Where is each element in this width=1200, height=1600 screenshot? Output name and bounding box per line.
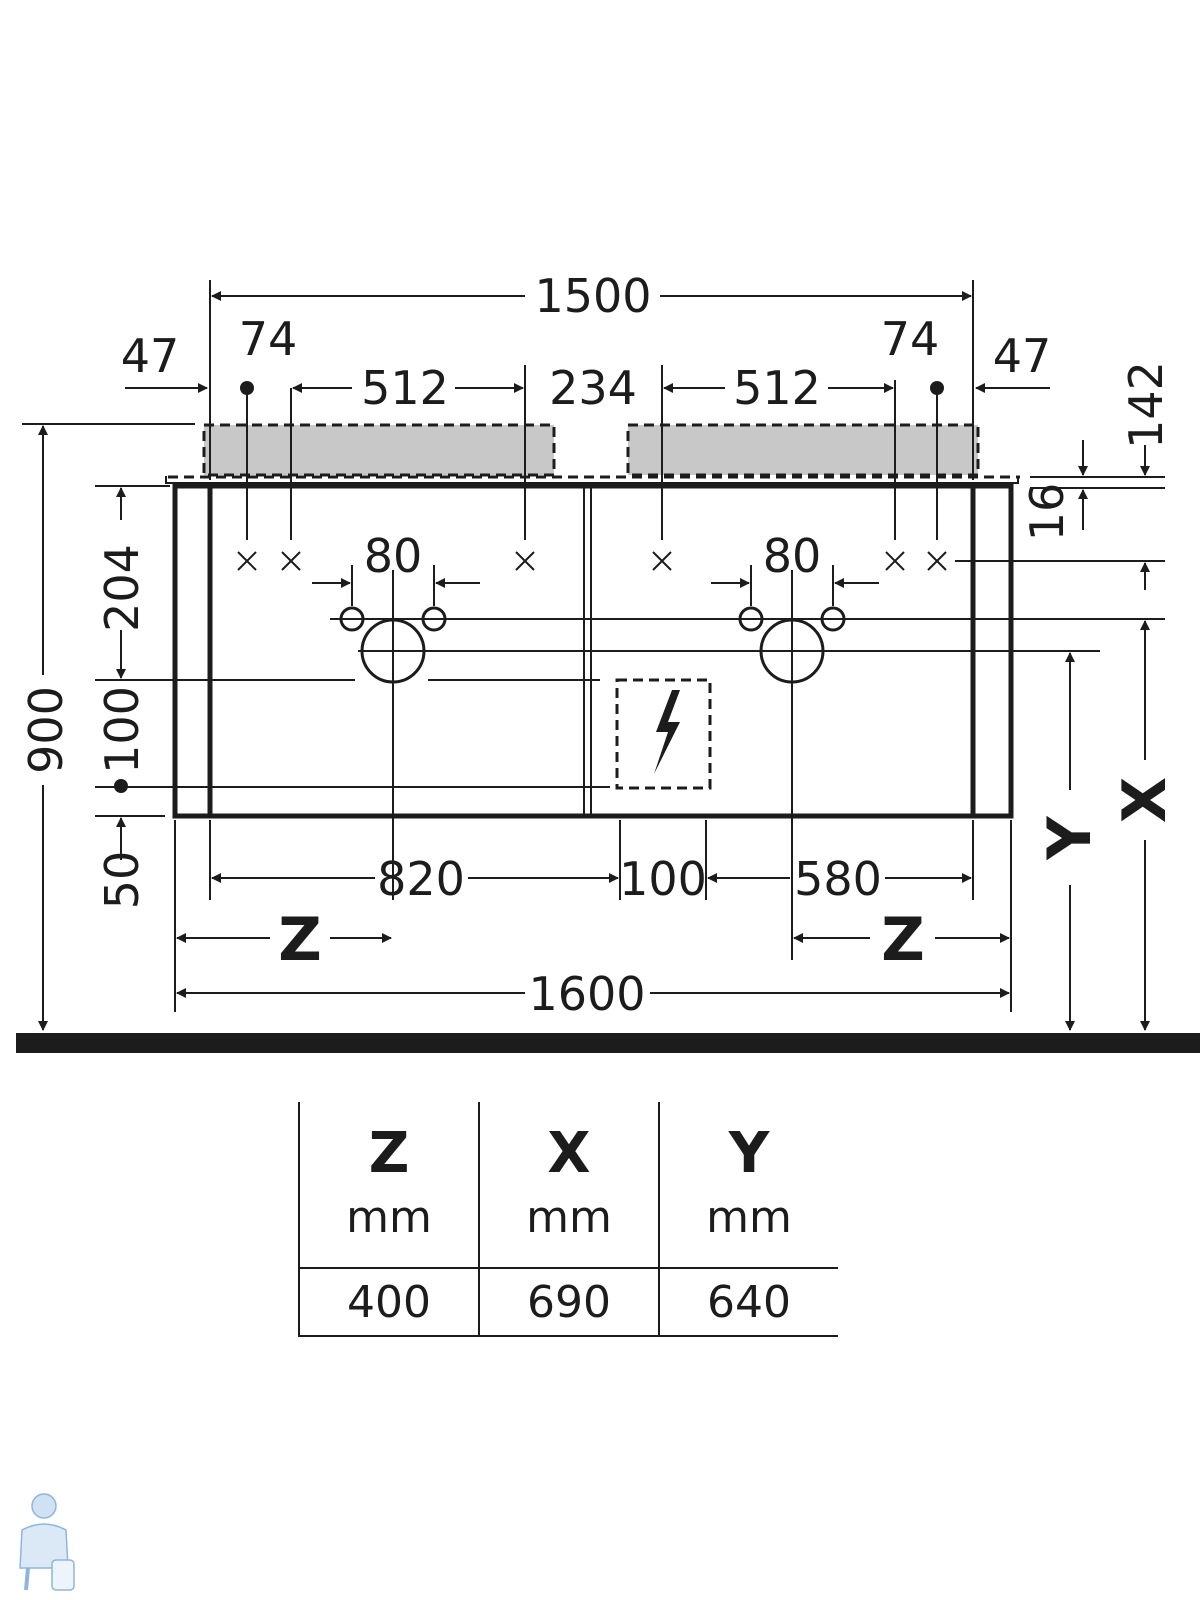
dim-47-left: 47 — [121, 329, 180, 383]
dim-47-right: 47 — [993, 329, 1052, 383]
dimension-table: Z mm X mm Y mm 400 690 640 — [298, 1102, 838, 1337]
header-letter: Y — [728, 1120, 770, 1186]
dim-204: 204 — [95, 544, 149, 632]
table-header-row: Z mm X mm Y mm — [298, 1102, 838, 1268]
header-letter: X — [547, 1120, 591, 1186]
dim-80-left: 80 — [364, 529, 423, 583]
y-label: Y — [1035, 815, 1105, 861]
header-unit: mm — [706, 1191, 792, 1243]
dim-820: 820 — [377, 852, 465, 906]
dim-234: 234 — [549, 361, 637, 415]
header-unit: mm — [526, 1191, 612, 1243]
table-cell: 640 — [658, 1267, 838, 1337]
floor — [16, 1033, 1200, 1053]
dim-100-middle: 100 — [619, 852, 707, 906]
z-label-right: Z — [881, 905, 925, 975]
countertop — [165, 423, 1020, 484]
dim-100-socket: 100 — [95, 686, 149, 774]
dim-74-left: 74 — [239, 312, 298, 366]
dimension-labels: 1500 47 74 512 234 512 74 47 142 16 80 8… — [19, 269, 1180, 1021]
right-basin-top — [628, 425, 978, 475]
dim-512-left: 512 — [361, 361, 449, 415]
z-label-left: Z — [278, 905, 322, 975]
dim-1500: 1500 — [534, 269, 651, 323]
electrical-socket-icon — [615, 678, 712, 790]
dim-512-right: 512 — [733, 361, 821, 415]
mounting-marks — [114, 365, 1165, 793]
plumber-logo-icon — [19, 1493, 75, 1591]
table-header-cell: Y mm — [658, 1102, 838, 1268]
table-cell: 690 — [478, 1267, 659, 1337]
table-row: 400 690 640 — [298, 1267, 838, 1337]
dim-50: 50 — [95, 851, 149, 910]
table-header-cell: X mm — [478, 1102, 659, 1268]
left-basin-top — [204, 425, 554, 475]
header-unit: mm — [346, 1191, 432, 1243]
tap-holes — [330, 606, 1165, 632]
dim-900: 900 — [19, 686, 73, 774]
dim-580: 580 — [794, 852, 882, 906]
dim-142: 142 — [1119, 361, 1173, 449]
dimension-lines — [22, 280, 1165, 1031]
header-letter: Z — [368, 1120, 410, 1186]
dim-16: 16 — [1020, 483, 1074, 542]
dim-1600: 1600 — [528, 967, 645, 1021]
dim-80-right: 80 — [763, 529, 822, 583]
table-cell: 400 — [298, 1267, 479, 1337]
dim-74-right: 74 — [881, 312, 940, 366]
x-label: X — [1110, 777, 1180, 823]
table-header-cell: Z mm — [298, 1102, 479, 1268]
